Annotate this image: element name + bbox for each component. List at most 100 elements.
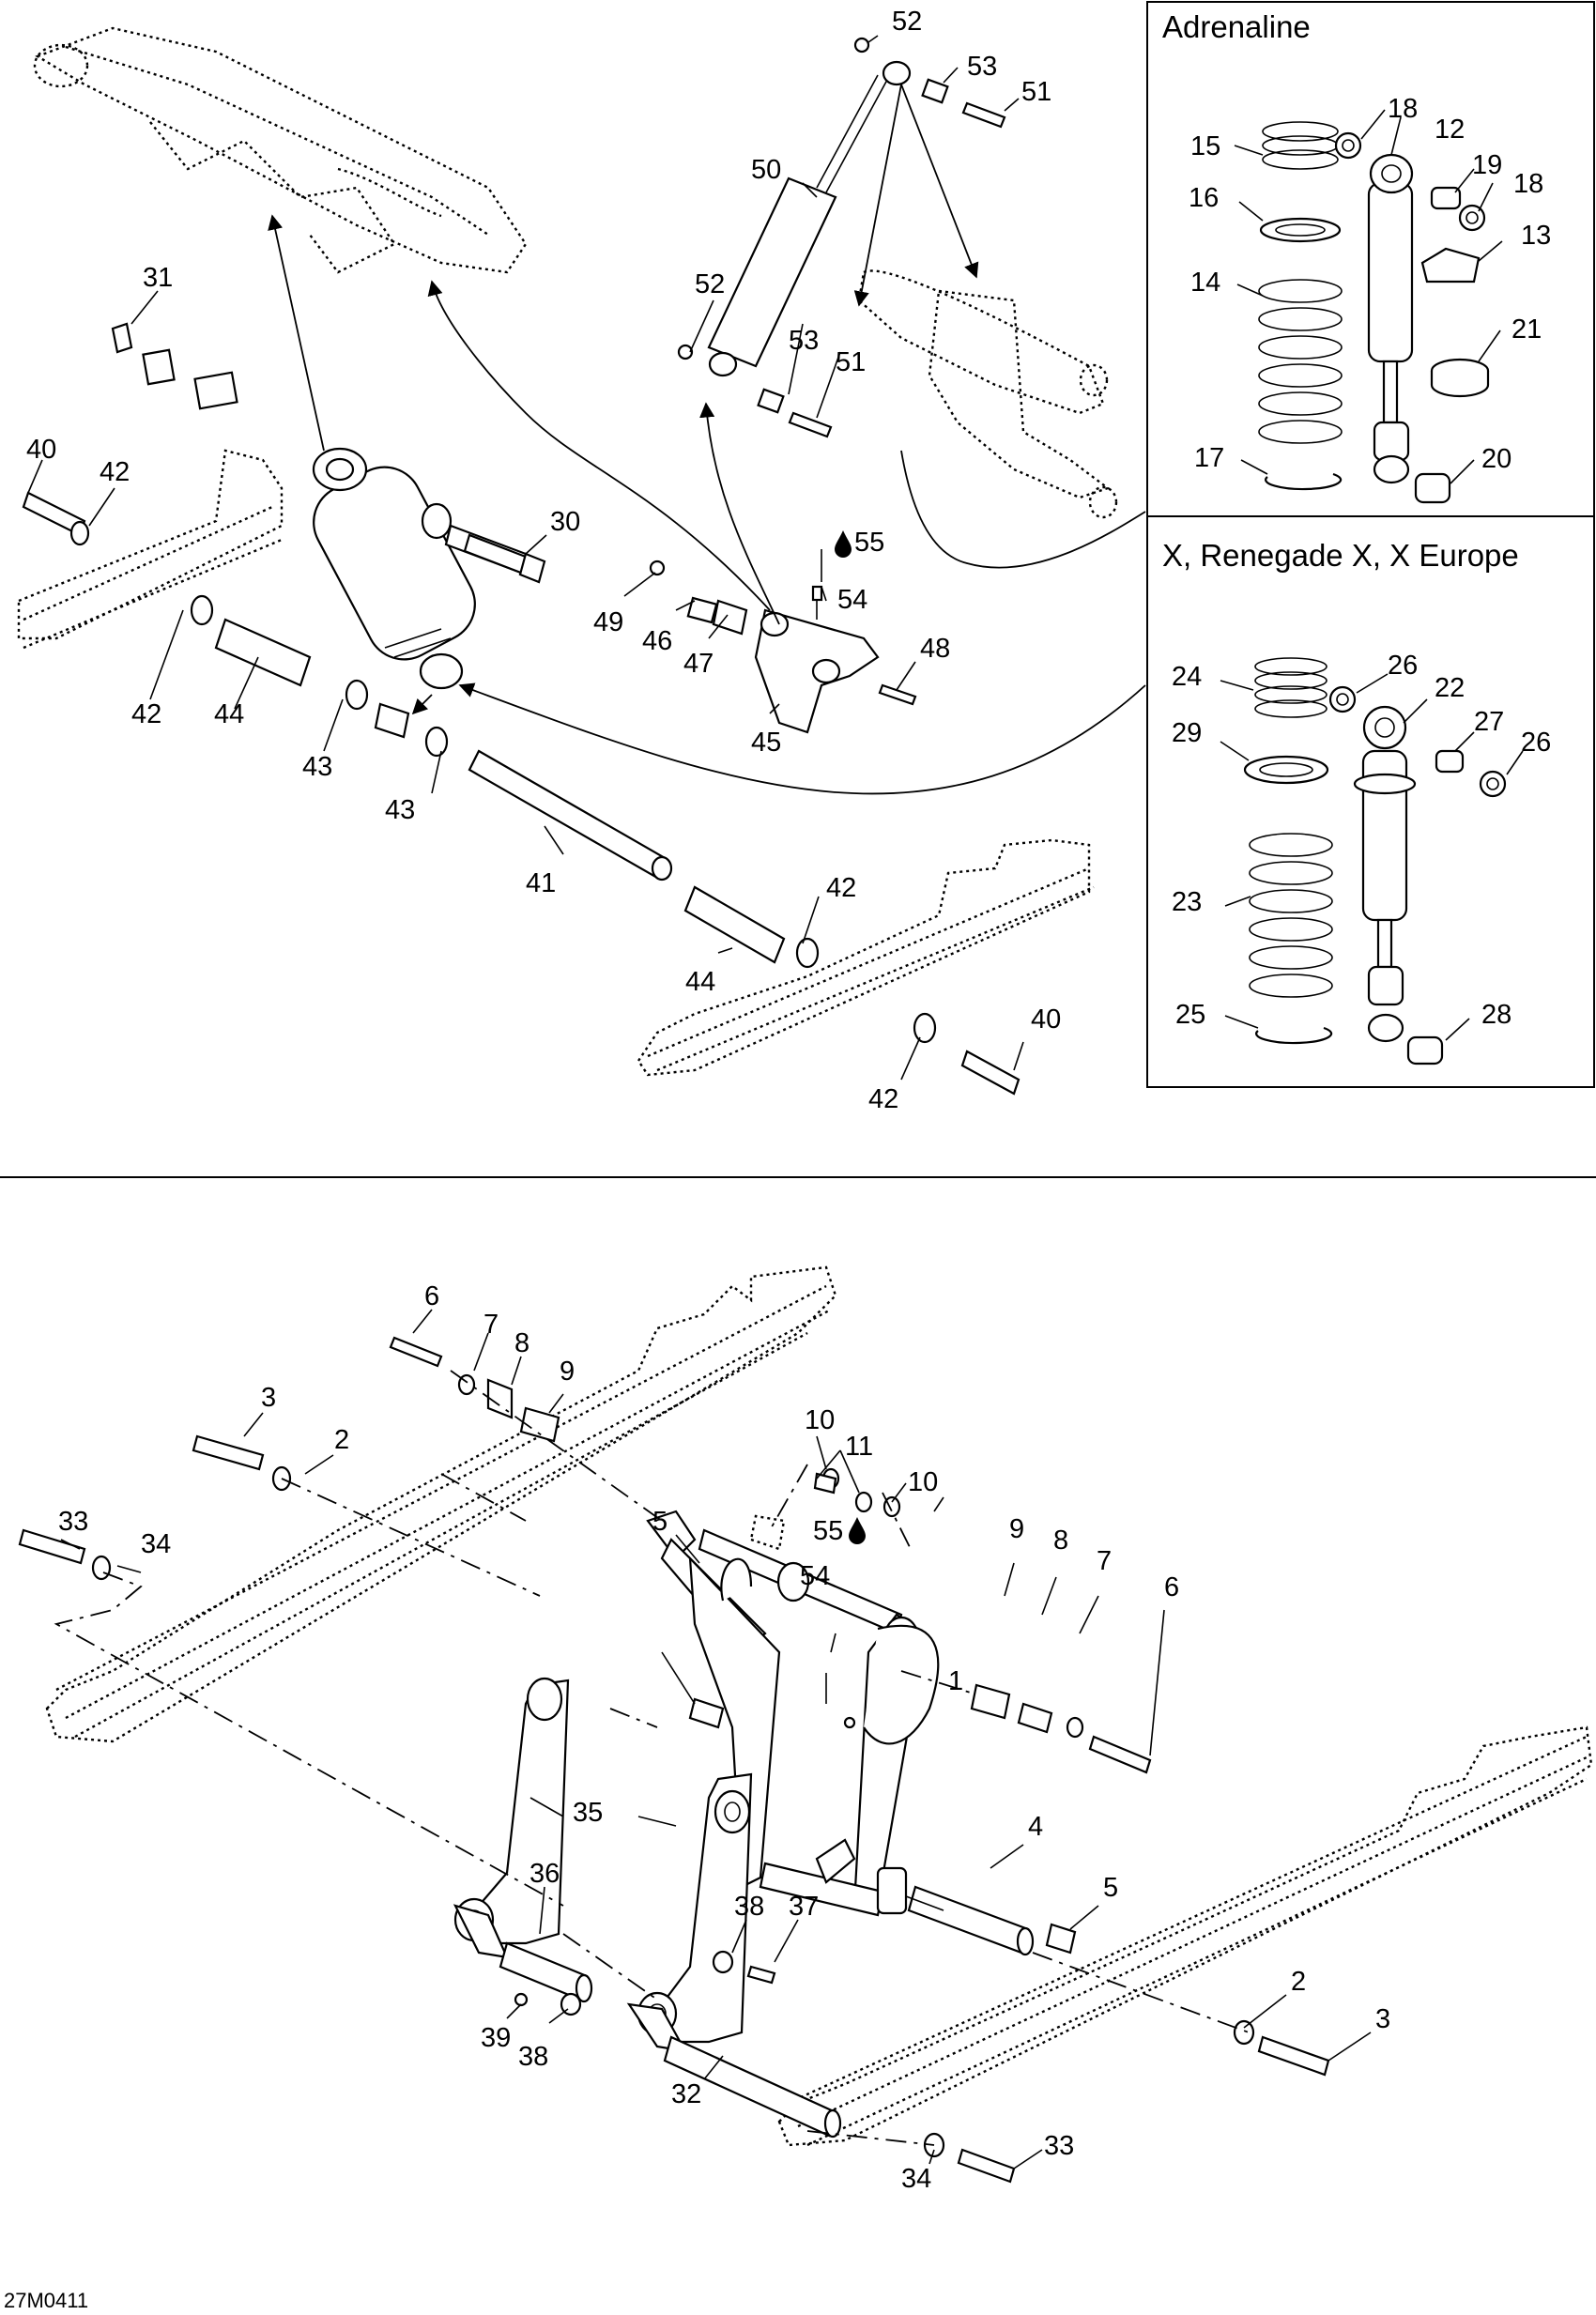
x-renegade-leader-lines	[1220, 673, 1524, 1041]
callout-10-lower: 10	[908, 1467, 938, 1497]
callout-32: 32	[671, 2079, 701, 2109]
front-arm-dotted	[857, 269, 1118, 519]
callout-3-lower: 3	[1375, 2004, 1390, 2034]
inset-adrenaline-title: Adrenaline	[1162, 9, 1311, 44]
callout-51-upper: 51	[1021, 77, 1051, 107]
callout-39: 39	[481, 2023, 511, 2053]
callout-16: 16	[1189, 183, 1219, 213]
leader-lines-top	[27, 35, 1024, 1081]
callout-14: 14	[1190, 268, 1220, 298]
callouts-bottom: 6 7 8 9 3 2 33 34 10 11 10 5 55 54 9 8 7…	[58, 1281, 1390, 2194]
callout-53-upper: 53	[967, 52, 997, 82]
leader-lines-bottom	[60, 1309, 1372, 2169]
x-renegade-callouts: 24 29 23 25 26 22 27 26 28	[1172, 651, 1551, 1030]
adrenaline-leader-lines	[1234, 109, 1503, 484]
callout-12: 12	[1435, 115, 1465, 145]
callout-34-right: 34	[901, 2164, 931, 2194]
callout-8-right: 8	[1053, 1525, 1068, 1556]
callout-55-top: 55	[854, 528, 884, 558]
callout-2-upper: 2	[334, 1425, 349, 1455]
left-slide-rail-bottom	[45, 1265, 837, 1743]
callout-52-upper: 52	[892, 7, 922, 37]
callout-26-upper: 26	[1388, 651, 1418, 681]
callout-7-upper: 7	[483, 1310, 499, 1340]
callout-22: 22	[1435, 673, 1465, 703]
callout-17: 17	[1194, 443, 1224, 473]
callout-21: 21	[1512, 314, 1542, 345]
callout-18-upper: 18	[1388, 94, 1418, 124]
callout-53-lower: 53	[789, 326, 819, 356]
callout-37: 37	[789, 1892, 819, 1922]
callout-3-upper: 3	[261, 1383, 276, 1413]
left-slide-rail-top	[17, 449, 284, 650]
callout-33-left: 33	[58, 1507, 88, 1537]
callout-9-upper: 9	[560, 1357, 575, 1387]
callout-24: 24	[1172, 662, 1202, 692]
callout-28: 28	[1481, 1000, 1512, 1030]
callout-49: 49	[593, 607, 623, 637]
callouts-top: 31 40 42 30 42 44 43 43 41 42 44 42 40 4…	[26, 7, 1061, 1114]
front-arm-1	[646, 1510, 940, 1917]
callout-44-right: 44	[685, 967, 715, 997]
bolt-30	[463, 533, 546, 584]
callout-46: 46	[642, 626, 672, 656]
callout-18-lower: 18	[1513, 169, 1543, 199]
bushing-31-set	[111, 322, 528, 575]
callout-44-top: 44	[214, 699, 244, 729]
callout-15: 15	[1190, 131, 1220, 161]
rear-links-35	[453, 1677, 753, 2053]
callout-35: 35	[573, 1798, 603, 1828]
callout-42-right-upper: 42	[826, 873, 856, 903]
inset-x-renegade-box	[1146, 515, 1595, 1088]
callout-52-lower: 52	[695, 269, 725, 299]
callout-31: 31	[143, 263, 173, 293]
callout-5-right: 5	[1103, 1873, 1118, 1903]
callout-30: 30	[550, 507, 580, 537]
rear-shock-absorber	[312, 447, 476, 690]
upper-swing-arm	[33, 26, 528, 274]
callout-23: 23	[1172, 887, 1202, 917]
callout-51-lower: 51	[836, 347, 866, 377]
adrenaline-shock-parts	[1258, 121, 1490, 504]
callout-54-bottom: 54	[800, 1561, 830, 1591]
callout-2-lower: 2	[1291, 1967, 1306, 1997]
callout-29: 29	[1172, 718, 1202, 748]
callout-6-upper: 6	[424, 1281, 439, 1311]
callout-6-right: 6	[1164, 1572, 1179, 1602]
callout-38-lower: 38	[518, 2042, 548, 2072]
callout-7-right: 7	[1097, 1546, 1112, 1576]
axle-and-spacers-top	[22, 491, 1021, 1096]
callout-38-upper: 38	[734, 1892, 764, 1922]
callout-43-upper: 43	[302, 752, 332, 782]
callout-40-right: 40	[1031, 1004, 1061, 1035]
callout-9-right: 9	[1009, 1514, 1024, 1544]
callout-45: 45	[751, 728, 781, 758]
callout-26-lower: 26	[1521, 728, 1551, 758]
callout-8-upper: 8	[514, 1328, 529, 1358]
x-renegade-shock-parts	[1243, 657, 1507, 1066]
callout-34-left: 34	[141, 1529, 171, 1559]
callout-47: 47	[683, 649, 714, 679]
callout-11: 11	[845, 1432, 873, 1462]
callout-48: 48	[920, 634, 950, 664]
tubes-bottom	[499, 1885, 1035, 2139]
callout-5-left: 5	[652, 1507, 668, 1537]
callout-42-top-left: 42	[100, 457, 130, 487]
callout-50: 50	[751, 155, 781, 185]
callout-55-bottom: 55	[813, 1516, 843, 1546]
pivot-arm-45	[649, 560, 917, 734]
callout-20: 20	[1481, 444, 1512, 474]
adrenaline-callouts: 15 16 14 17 18 12 19 18 13 21 20	[1189, 94, 1551, 474]
figure-code: 27M0411	[4, 2289, 88, 2312]
callout-19: 19	[1472, 150, 1502, 180]
right-slide-rail-bottom	[777, 1725, 1593, 2147]
callout-42-right-lower: 42	[868, 1084, 898, 1114]
oil-drop-icon	[835, 530, 852, 558]
callout-41: 41	[526, 868, 556, 898]
front-shock-absorber	[677, 37, 1006, 438]
callout-1: 1	[948, 1666, 963, 1696]
callout-27: 27	[1474, 707, 1504, 737]
assembly-arrows-top	[268, 84, 1146, 795]
callout-25: 25	[1175, 1000, 1205, 1030]
